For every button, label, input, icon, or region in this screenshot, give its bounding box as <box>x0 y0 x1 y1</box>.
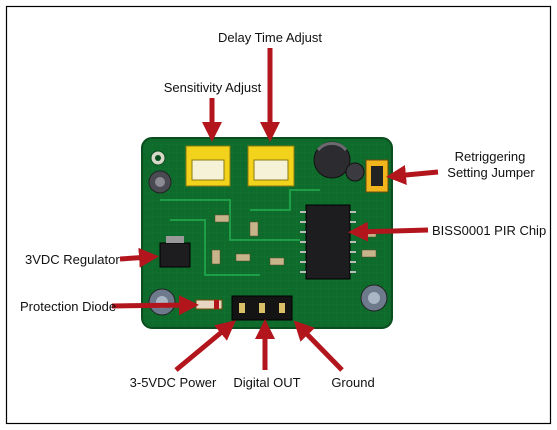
capacitor-bottom-right <box>361 285 387 311</box>
label-pir-chip: BISS0001 PIR Chip <box>432 223 546 238</box>
header-pins <box>232 296 292 320</box>
retrigger-jumper <box>366 160 388 192</box>
arrow-icon <box>112 305 190 306</box>
sensitivity-pot <box>186 146 230 186</box>
arrow-icon <box>300 327 342 370</box>
arrow-icon <box>357 230 428 232</box>
biss0001-chip <box>300 205 356 279</box>
arrow-icon <box>176 326 229 370</box>
protection-diode <box>196 300 222 309</box>
pir-sensor-board-image <box>142 138 392 328</box>
label-retriggering-line1: Retriggering <box>440 149 540 164</box>
label-sensitivity-adjust: Sensitivity Adjust <box>155 80 270 95</box>
capacitor-top-left <box>149 171 171 193</box>
capacitor-bottom-left <box>149 289 175 315</box>
arrow-icon <box>120 257 150 259</box>
delay-pot <box>248 146 294 186</box>
label-digital-out: Digital OUT <box>226 375 308 390</box>
arrow-icon <box>395 172 438 176</box>
label-protection-diode: Protection Diode <box>20 299 116 314</box>
label-retriggering-line2: Setting Jumper <box>436 165 546 180</box>
label-power: 3-5VDC Power <box>118 375 228 390</box>
label-delay-time-adjust: Delay Time Adjust <box>210 30 330 45</box>
label-ground: Ground <box>318 375 388 390</box>
label-regulator: 3VDC Regulator <box>25 252 120 267</box>
